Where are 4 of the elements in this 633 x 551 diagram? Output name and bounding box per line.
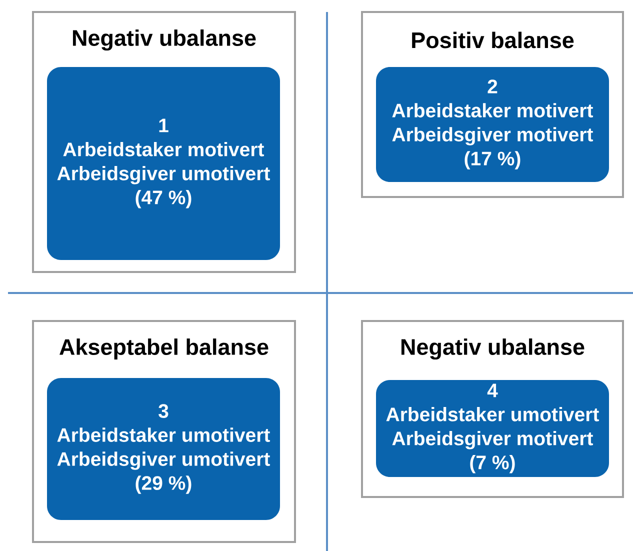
category-box: 2 Arbeidstaker motivert Arbeidsgiver motivert (17 %) (376, 67, 609, 182)
category-box: 4 Arbeidstaker umotivert Arbeidsgiver motivert (7 %) (376, 380, 609, 477)
category-box: 3 Arbeidstaker umotivert Arbeidsgiver umotivert (29 %) (47, 378, 280, 520)
category-box: 1 Arbeidstaker motivert Arbeidsgiver umotivert (47 %) (47, 67, 280, 260)
